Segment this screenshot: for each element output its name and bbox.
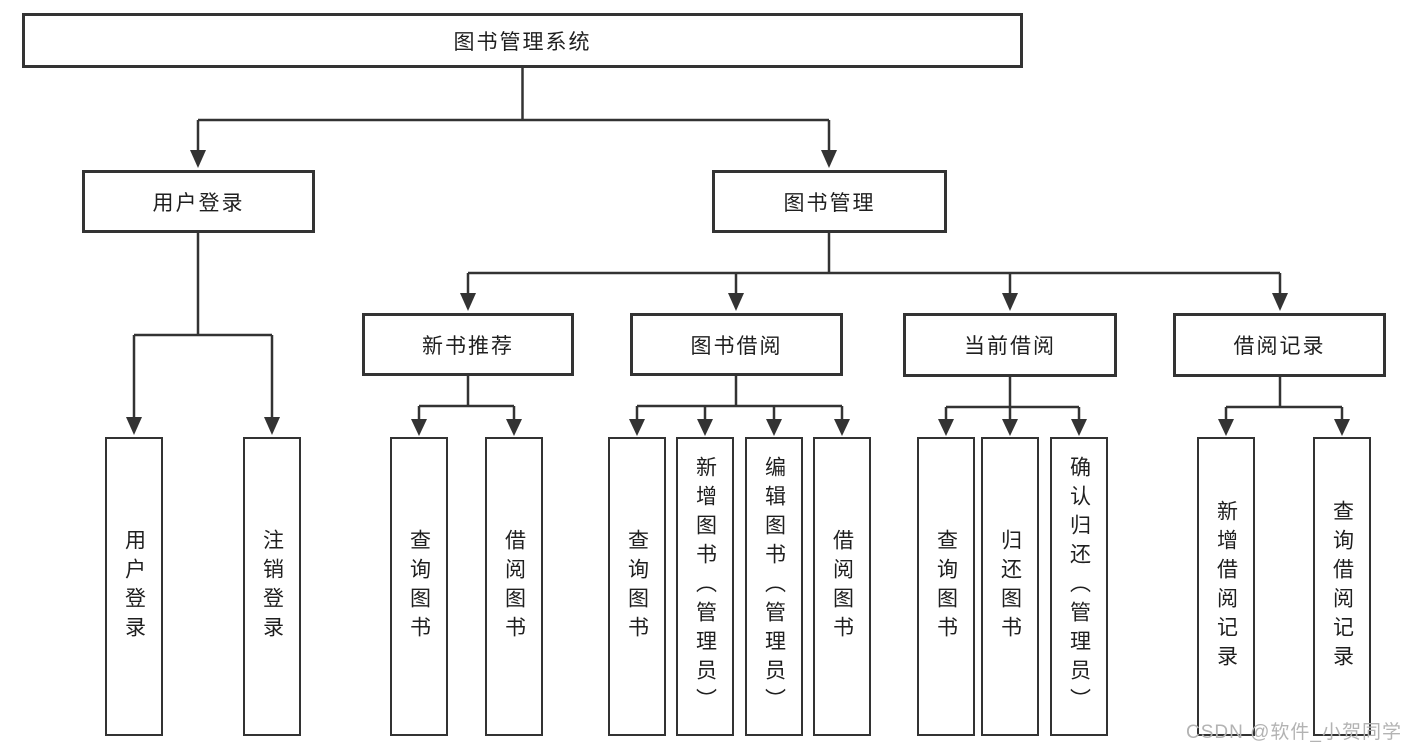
leaf-query-books-current-label: 查询图书 bbox=[934, 528, 958, 645]
node-new-book-recommend-label: 新书推荐 bbox=[422, 334, 514, 358]
leaf-borrow-books-recommend: 借阅图书 bbox=[485, 437, 543, 736]
node-root-label: 图书管理系统 bbox=[453, 30, 592, 54]
leaf-edit-book-admin-label: 编辑图书（管理员） bbox=[762, 456, 786, 717]
leaf-user-login-label: 用户登录 bbox=[122, 528, 146, 645]
leaf-logout: 注销登录 bbox=[243, 437, 301, 736]
node-borrowing-records-label: 借阅记录 bbox=[1233, 335, 1326, 358]
leaf-query-borrow-record: 查询借阅记录 bbox=[1313, 437, 1371, 736]
leaf-return-books: 归还图书 bbox=[981, 437, 1039, 736]
leaf-query-books-borrowing: 查询图书 bbox=[608, 437, 666, 736]
leaf-query-books-current: 查询图书 bbox=[917, 437, 975, 736]
connector-borrowing-records bbox=[1218, 377, 1350, 436]
node-user-login: 用户登录 bbox=[82, 170, 315, 233]
leaf-add-book-admin-label: 新增图书（管理员） bbox=[693, 456, 717, 717]
node-book-borrowing: 图书借阅 bbox=[630, 313, 843, 376]
node-book-management: 图书管理 bbox=[712, 170, 947, 233]
connector-new-book-recommend bbox=[411, 376, 522, 436]
node-current-borrowing: 当前借阅 bbox=[903, 313, 1117, 377]
leaf-add-book-admin: 新增图书（管理员） bbox=[676, 437, 734, 736]
leaf-add-borrow-record: 新增借阅记录 bbox=[1197, 437, 1255, 736]
node-current-borrowing-label: 当前借阅 bbox=[964, 335, 1056, 358]
leaf-add-borrow-record-label: 新增借阅记录 bbox=[1214, 499, 1238, 674]
leaf-confirm-return-admin-label: 确认归还（管理员） bbox=[1067, 456, 1091, 717]
leaf-borrow-books-recommend-label: 借阅图书 bbox=[502, 528, 526, 645]
connector-user-login bbox=[126, 233, 280, 435]
node-borrowing-records: 借阅记录 bbox=[1173, 313, 1386, 377]
connector-book-borrowing bbox=[629, 376, 850, 436]
leaf-confirm-return-admin: 确认归还（管理员） bbox=[1050, 437, 1108, 736]
connector-root bbox=[190, 68, 837, 168]
connector-current-borrowing bbox=[938, 377, 1087, 436]
leaf-borrow-books-borrowing-label: 借阅图书 bbox=[830, 528, 854, 645]
leaf-edit-book-admin: 编辑图书（管理员） bbox=[745, 437, 803, 736]
leaf-borrow-books-borrowing: 借阅图书 bbox=[813, 437, 871, 736]
leaf-query-books-recommend-label: 查询图书 bbox=[407, 528, 431, 645]
node-book-borrowing-label: 图书借阅 bbox=[690, 334, 783, 358]
leaf-logout-label: 注销登录 bbox=[260, 528, 284, 645]
leaf-user-login: 用户登录 bbox=[105, 437, 163, 736]
node-new-book-recommend: 新书推荐 bbox=[362, 313, 574, 376]
leaf-query-borrow-record-label: 查询借阅记录 bbox=[1330, 499, 1354, 674]
leaf-return-books-label: 归还图书 bbox=[998, 528, 1022, 645]
csdn-watermark: CSDN @软件_小贺同学 bbox=[1186, 722, 1402, 743]
leaf-query-books-recommend: 查询图书 bbox=[390, 437, 448, 736]
node-book-management-label: 图书管理 bbox=[783, 191, 876, 215]
node-root: 图书管理系统 bbox=[22, 13, 1023, 68]
connector-book-management bbox=[460, 233, 1288, 311]
node-user-login-label: 用户登录 bbox=[152, 191, 245, 215]
leaf-query-books-borrowing-label: 查询图书 bbox=[625, 528, 649, 645]
